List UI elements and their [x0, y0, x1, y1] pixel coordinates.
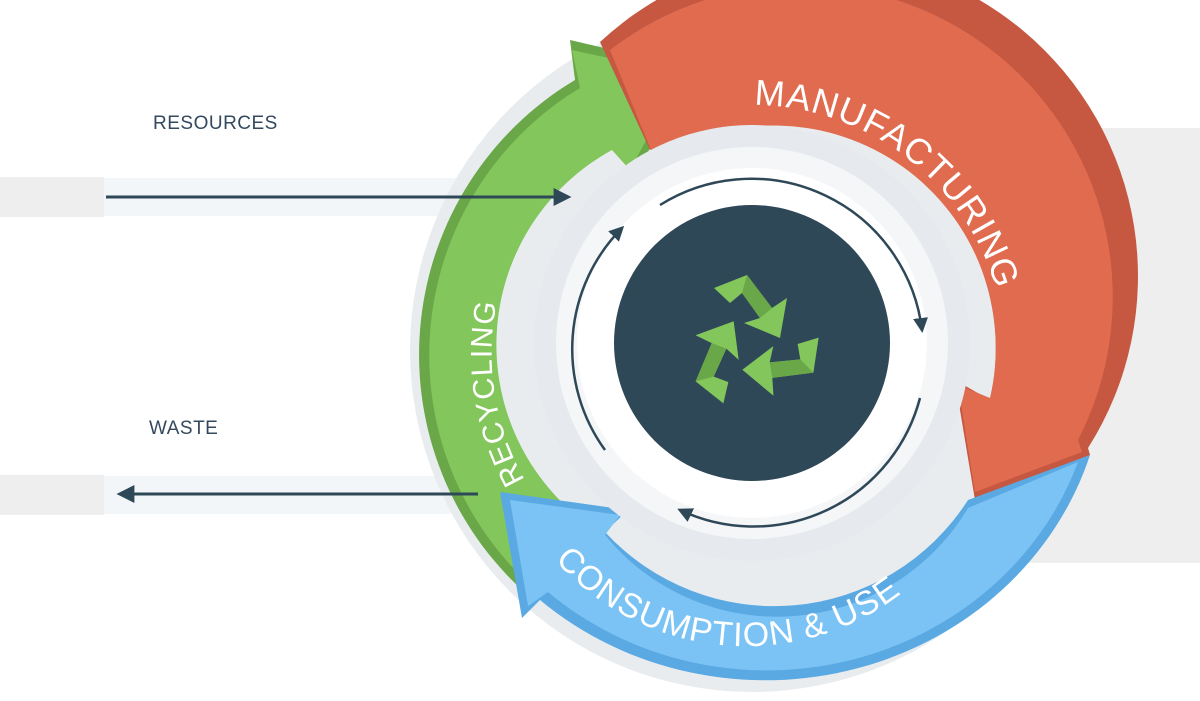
consumption-segment [500, 455, 1090, 681]
resources-label: RESOURCES [153, 113, 278, 134]
recycling-segment [419, 40, 690, 588]
recycle-icon [695, 275, 819, 404]
cycle-arrow-top [659, 177, 928, 333]
background-band-waste [0, 475, 104, 515]
waste-label: WASTE [149, 418, 219, 439]
cycle-arrow-bottom [677, 397, 922, 528]
cycle-arrow-left [571, 225, 625, 451]
background-band-resources [0, 177, 104, 217]
manufacturing-segment [600, 0, 1138, 500]
center-disc [614, 205, 890, 481]
